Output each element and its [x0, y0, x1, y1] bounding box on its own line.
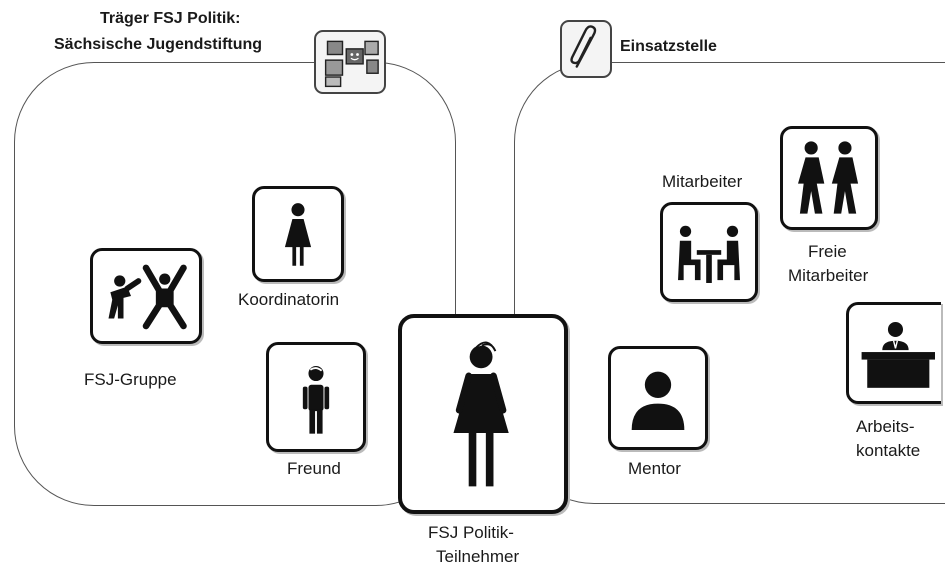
mentor-avatar-icon — [608, 346, 708, 450]
traeger-title-line2: Sächsische Jugendstiftung — [54, 36, 263, 53]
label-freund: Freund — [287, 459, 341, 478]
label-freie-line2: Mitarbeiter — [788, 266, 869, 285]
label-arbeits-line1: Arbeits- — [856, 417, 915, 436]
label-participant-line2: Teilnehmer — [436, 547, 520, 566]
walking-people-icon — [780, 126, 878, 230]
label-participant-line1: FSJ Politik- — [428, 523, 514, 542]
group-activity-icon — [90, 248, 202, 344]
label-freie-line1: Freie — [808, 242, 847, 261]
female-person-icon — [252, 186, 344, 282]
traeger-region — [14, 62, 456, 506]
label-fsj-gruppe: FSJ-Gruppe — [84, 370, 177, 389]
coworkers-at-table-icon — [660, 202, 758, 302]
male-person-icon — [266, 342, 366, 452]
label-koordinatorin: Koordinatorin — [238, 290, 340, 309]
label-arbeits-line2: kontakte — [856, 441, 921, 460]
label-mentor: Mentor — [628, 459, 681, 478]
female-participant-icon — [398, 314, 568, 514]
einsatzstelle-title: Einsatzstelle — [620, 38, 717, 55]
people-group-icon — [314, 30, 386, 94]
reception-desk-icon — [846, 302, 941, 404]
paperclip-icon — [560, 20, 612, 78]
label-mitarbeiter: Mitarbeiter — [662, 172, 743, 191]
traeger-title-line1: Träger FSJ Politik: — [100, 10, 241, 27]
einsatzstelle-region — [514, 62, 945, 504]
